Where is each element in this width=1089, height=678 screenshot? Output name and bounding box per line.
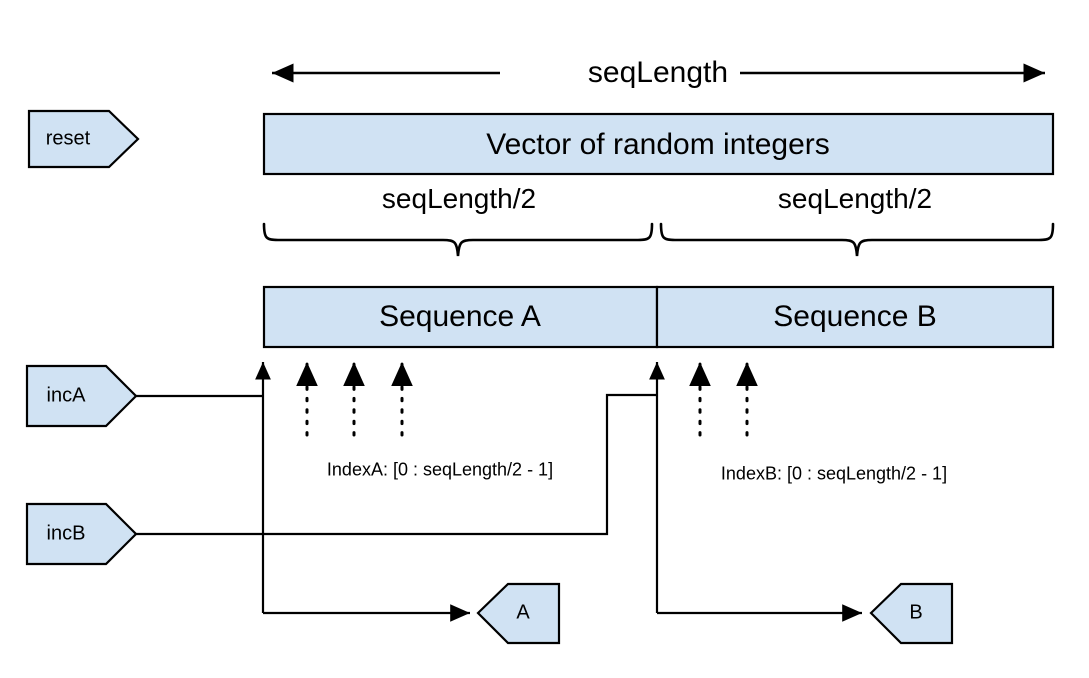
sequence-a-label: Sequence A bbox=[379, 300, 541, 333]
vector-box-label: Vector of random integers bbox=[486, 128, 830, 161]
reset-signal-label: reset bbox=[45, 127, 91, 150]
sequence-b-rect bbox=[655, 285, 1055, 349]
output-a-label: A bbox=[516, 601, 530, 624]
seqlength-half-right-label: seqLength/2 bbox=[777, 183, 933, 214]
incb-signal-label: incB bbox=[46, 522, 86, 545]
sequence-a-rect bbox=[262, 285, 659, 349]
vector-box-rect bbox=[262, 112, 1055, 176]
sequence-b-label: Sequence B bbox=[773, 300, 937, 333]
incb-wire bbox=[135, 362, 862, 622]
reset-signal-shape[interactable] bbox=[27, 109, 140, 169]
seqlength-label: seqLength bbox=[587, 56, 729, 89]
inca-wire bbox=[135, 362, 470, 622]
seqlength-half-left-label: seqLength/2 bbox=[381, 183, 537, 214]
inca-signal-label: incA bbox=[46, 384, 86, 407]
inca-signal-shape[interactable] bbox=[25, 364, 138, 428]
indexb-range-label: IndexB: [0 : seqLength/2 - 1] bbox=[720, 463, 948, 484]
brace-left-half bbox=[262, 222, 654, 257]
incb-signal-shape[interactable] bbox=[25, 502, 138, 566]
output-b-label: B bbox=[909, 601, 923, 624]
indexa-tick-arrows bbox=[296, 360, 413, 437]
output-a-shape[interactable] bbox=[476, 582, 561, 645]
indexa-range-label: IndexA: [0 : seqLength/2 - 1] bbox=[326, 459, 554, 480]
brace-right-half bbox=[659, 222, 1055, 257]
indexb-tick-arrows bbox=[689, 360, 758, 437]
output-b-shape[interactable] bbox=[869, 582, 954, 645]
